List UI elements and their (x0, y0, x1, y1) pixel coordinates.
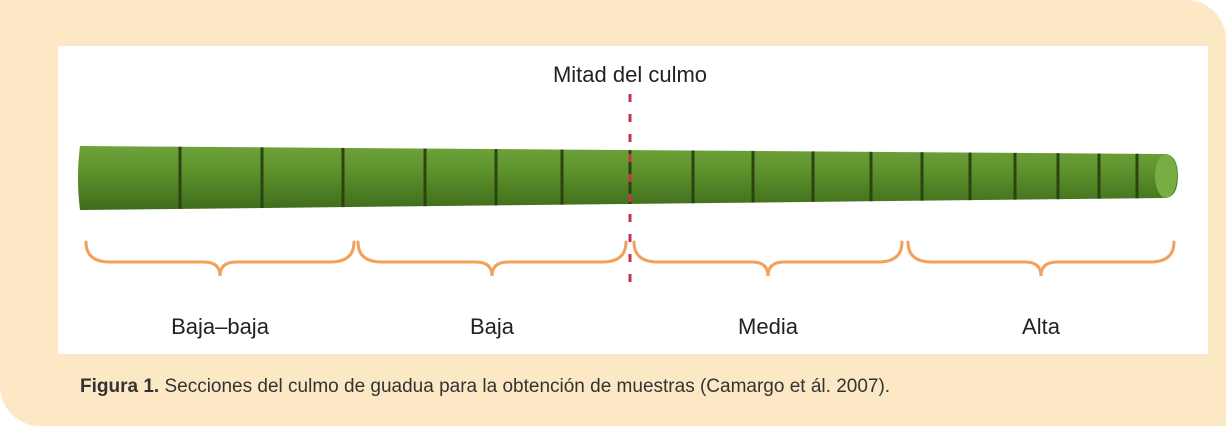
bamboo-culm (78, 146, 1178, 210)
section-brace (356, 240, 628, 277)
section-label: Baja–baja (171, 314, 270, 339)
section-label: Baja (470, 314, 515, 339)
caption-text: Secciones del culmo de guadua para la ob… (159, 376, 891, 397)
section-label: Media (738, 314, 799, 339)
midpoint-label: Mitad del culmo (553, 62, 707, 87)
section-braces (84, 240, 1176, 277)
section-brace (632, 240, 904, 277)
caption-label: Figura 1. (80, 376, 160, 397)
section-brace (906, 240, 1176, 277)
figure-caption: Figura 1. Secciones del culmo de guadua … (80, 376, 890, 398)
section-labels: Baja–baja Baja Media Alta (171, 314, 1061, 339)
section-brace (84, 240, 356, 277)
section-label: Alta (1022, 314, 1061, 339)
culm-tip (1155, 154, 1177, 198)
